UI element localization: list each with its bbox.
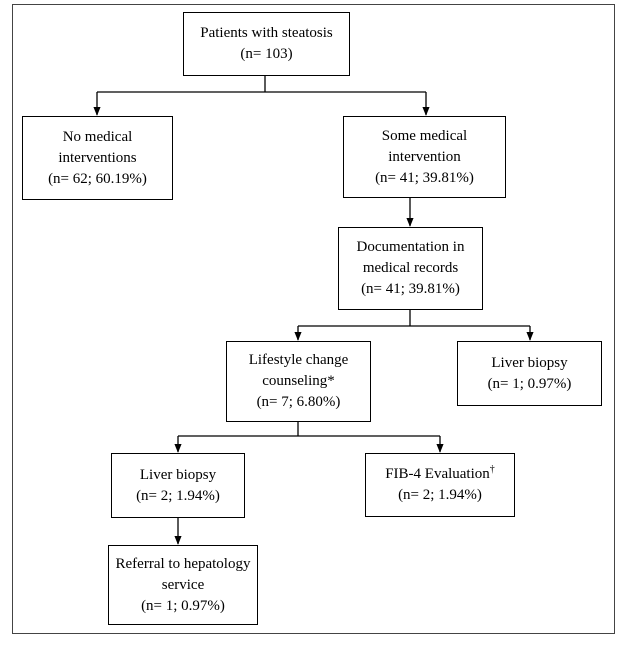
node-line: medical records <box>362 260 459 276</box>
node-line: counseling* <box>262 373 335 389</box>
fib4-label: FIB-4 Evaluation <box>385 466 490 482</box>
node-documentation-in-medical-records: Documentation in medical records (n= 41;… <box>338 227 483 310</box>
node-line: (n= 2; 1.94%) <box>398 487 482 503</box>
node-line: Liver biopsy <box>491 354 568 371</box>
node-line: (n= 1; 0.97%) <box>141 597 225 614</box>
node-line: Some medical <box>381 127 468 144</box>
node-line: Documentation in <box>356 239 465 255</box>
node-line: (n= 103) <box>240 46 293 62</box>
figure-frame <box>12 4 615 634</box>
node-patients-with-steatosis: Patients with steatosis (n= 103) <box>183 12 350 76</box>
node-line: Lifestyle change <box>248 352 349 368</box>
node-lifestyle-change-counseling: Lifestyle change counseling* (n= 7; 6.80… <box>226 341 371 422</box>
node-line: (n= 1; 0.97%) <box>487 375 572 392</box>
node-line-fib4-label: FIB-4 Evaluation† <box>385 464 495 485</box>
node-referral-to-hepatology-service: Referral to hepatology service (n= 1; 0.… <box>108 545 258 625</box>
node-line: Referral to hepatology <box>115 555 251 572</box>
node-some-medical-intervention: Some medical intervention (n= 41; 39.81%… <box>343 116 506 198</box>
node-line: (n= 2; 1.94%) <box>136 487 220 504</box>
node-line: Patients with steatosis <box>200 25 333 41</box>
node-liver-biopsy-left: Liver biopsy (n= 2; 1.94%) <box>111 453 245 518</box>
node-line: interventions <box>58 149 137 166</box>
node-no-medical-interventions: No medical interventions (n= 62; 60.19%) <box>22 116 173 200</box>
node-line: (n= 41; 39.81%) <box>361 281 460 297</box>
dagger-footnote-mark: † <box>489 464 495 475</box>
node-liver-biopsy-right: Liver biopsy (n= 1; 0.97%) <box>457 341 602 406</box>
node-line: No medical <box>62 128 133 145</box>
node-fib4-evaluation: FIB-4 Evaluation† (n= 2; 1.94%) <box>365 453 515 517</box>
node-line: Liver biopsy <box>139 466 217 483</box>
node-line: (n= 62; 60.19%) <box>48 170 147 187</box>
node-line: service <box>161 576 205 593</box>
node-line: (n= 7; 6.80%) <box>256 394 341 410</box>
node-line: (n= 41; 39.81%) <box>375 169 474 186</box>
node-line: intervention <box>388 148 461 165</box>
